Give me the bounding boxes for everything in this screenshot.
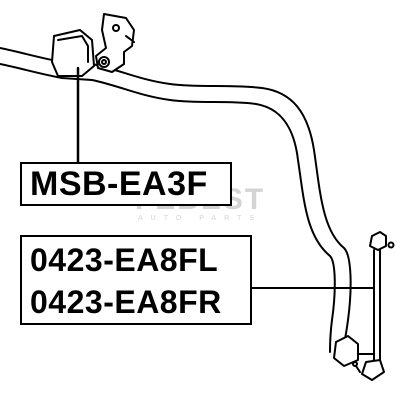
- part-number-text: MSB-EA3F: [30, 165, 208, 203]
- part-label-0423-ea8f: 0423-EA8FL 0423-EA8FR: [20, 235, 252, 325]
- part-label-msb-ea3f: MSB-EA3F: [20, 162, 232, 206]
- link-rod-icon: [333, 231, 395, 381]
- part-number-text-left: 0423-EA8FL: [30, 242, 219, 278]
- bushing-icon: [51, 13, 135, 77]
- part-number-text-right: 0423-EA8FR: [30, 284, 222, 320]
